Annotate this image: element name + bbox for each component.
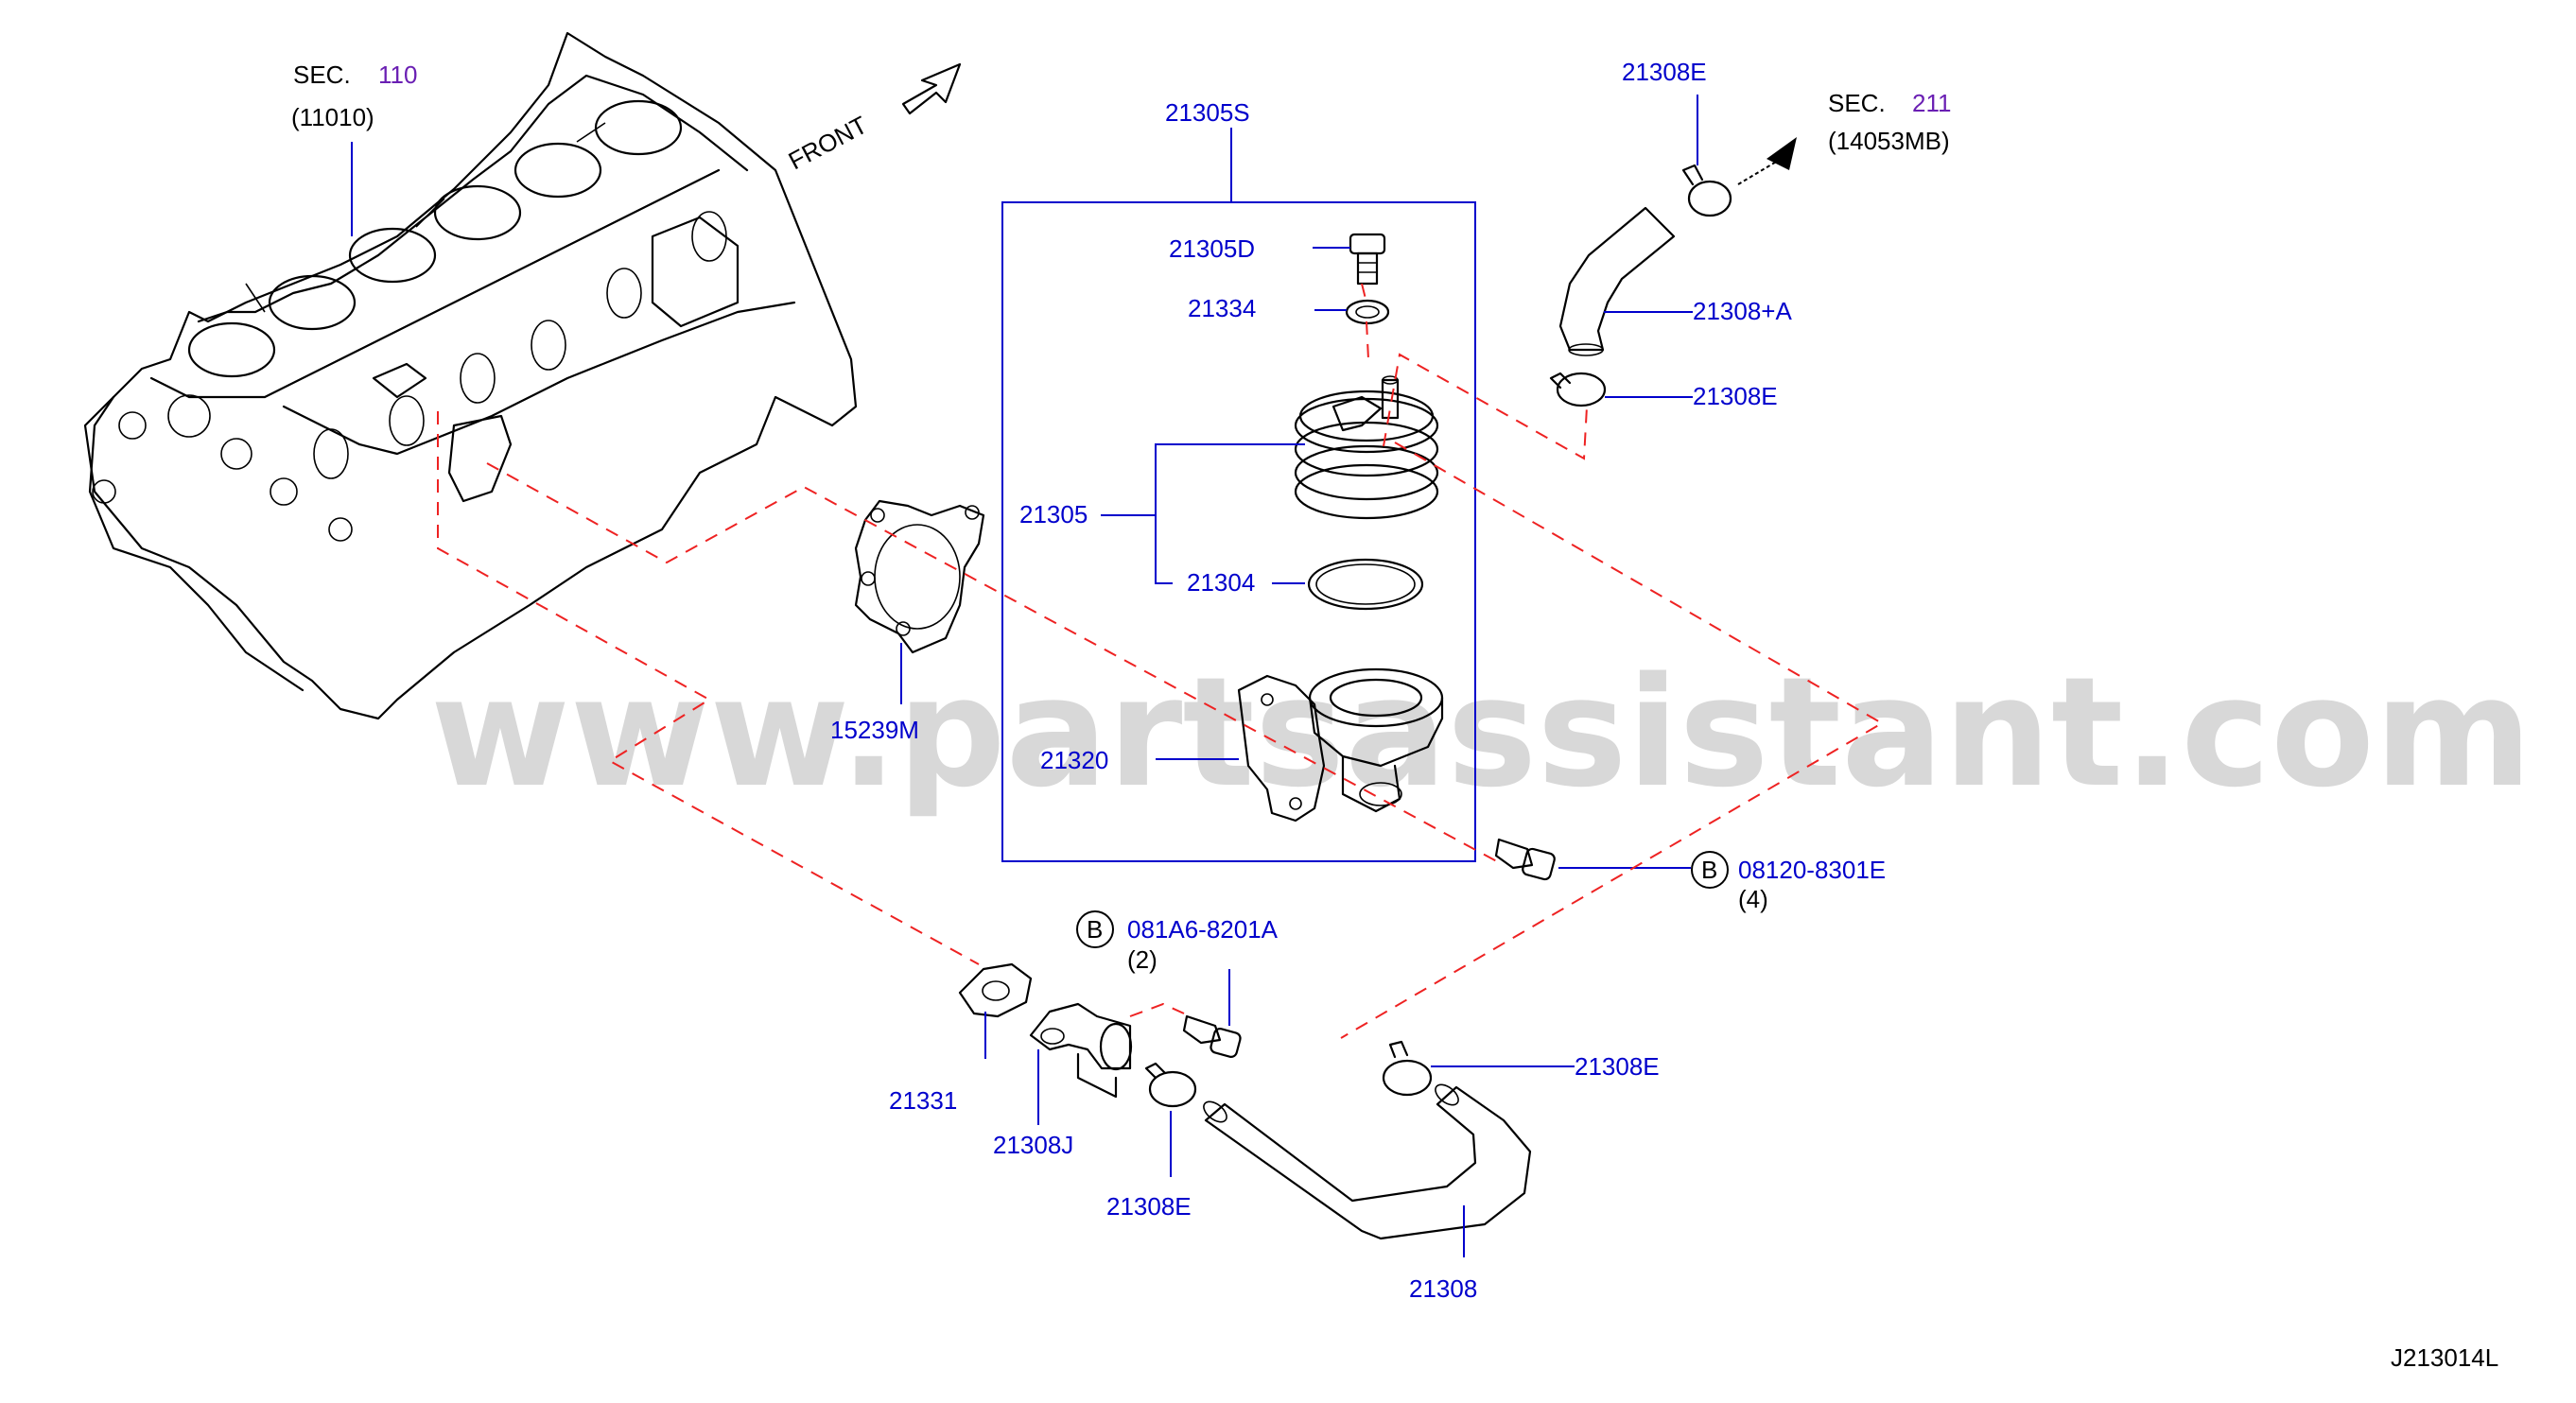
assembly-box-21305S	[1001, 201, 1476, 862]
bolt-21305D	[1349, 233, 1386, 286]
front-arrow-icon	[901, 62, 962, 115]
clamp-21308E-mid	[1549, 372, 1607, 407]
label-081A6-8201A: 081A6-8201A	[1127, 915, 1279, 944]
label-21331: 21331	[889, 1086, 957, 1115]
clamp-21308E-right	[1382, 1040, 1433, 1097]
alignment-lines	[437, 283, 1884, 1039]
sec-211-prefix: SEC.	[1828, 89, 1886, 117]
label-21320: 21320	[1040, 746, 1108, 774]
label-21308E-top: 21308E	[1622, 58, 1707, 86]
sec-110-prefix: SEC.	[293, 61, 351, 89]
gasket-21331	[958, 962, 1033, 1018]
diagram-code: J213014L	[2391, 1343, 2498, 1372]
label-08120-8301E: 08120-8301E	[1738, 856, 1886, 884]
sec-110-number: 110	[378, 61, 417, 89]
watermark: www.partsassistant.com	[430, 644, 2532, 821]
label-21304: 21304	[1187, 568, 1255, 597]
gasket-15239M	[854, 499, 985, 654]
pipe-21308J	[1029, 1002, 1133, 1099]
bolt-marker-B-left	[1076, 910, 1114, 948]
label-15239M: 15239M	[830, 716, 919, 744]
housing-21320	[1237, 667, 1444, 823]
sec-211-arrow-icon	[1767, 137, 1797, 170]
label-21308E-mid: 21308E	[1693, 382, 1778, 410]
label-21308: 21308	[1409, 1274, 1477, 1303]
qty-081A6-8201A: (2)	[1127, 945, 1157, 974]
label-21308E-right: 21308E	[1575, 1052, 1660, 1081]
label-21308E-low: 21308E	[1106, 1192, 1192, 1221]
bolt-081A6-8201A	[1182, 1014, 1242, 1058]
hose-21308	[1203, 1083, 1532, 1240]
sec-110-sub: (11010)	[291, 103, 374, 131]
clamp-21308E-low	[1144, 1062, 1197, 1108]
sec-211-sub: (14053MB)	[1828, 127, 1950, 155]
label-21305D: 21305D	[1169, 234, 1255, 263]
hose-21308A	[1558, 206, 1676, 356]
clamp-21308E-top	[1681, 164, 1732, 217]
sec-211-number: 211	[1912, 89, 1951, 117]
label-21305: 21305	[1019, 500, 1088, 528]
bolt-symbol-right: B	[1701, 856, 1717, 884]
washer-21334	[1345, 299, 1390, 325]
oring-21304	[1307, 558, 1424, 611]
front-label: FRONT	[784, 111, 872, 176]
sec-110-callout: SEC. 110 (11010)	[291, 61, 417, 236]
oil-cooler-21305	[1294, 375, 1439, 520]
bolt-08120-8301E	[1494, 838, 1556, 881]
label-21305S: 21305S	[1165, 98, 1250, 127]
label-21308A: 21308+A	[1693, 297, 1792, 325]
bolt-marker-B-right	[1691, 851, 1729, 889]
label-21308J: 21308J	[993, 1131, 1073, 1159]
bolt-symbol-left: B	[1087, 915, 1103, 944]
label-21334: 21334	[1188, 294, 1256, 322]
engine-block	[83, 31, 858, 720]
qty-08120-8301E: (4)	[1738, 885, 1768, 913]
front-indicator: FRONT	[784, 62, 962, 176]
